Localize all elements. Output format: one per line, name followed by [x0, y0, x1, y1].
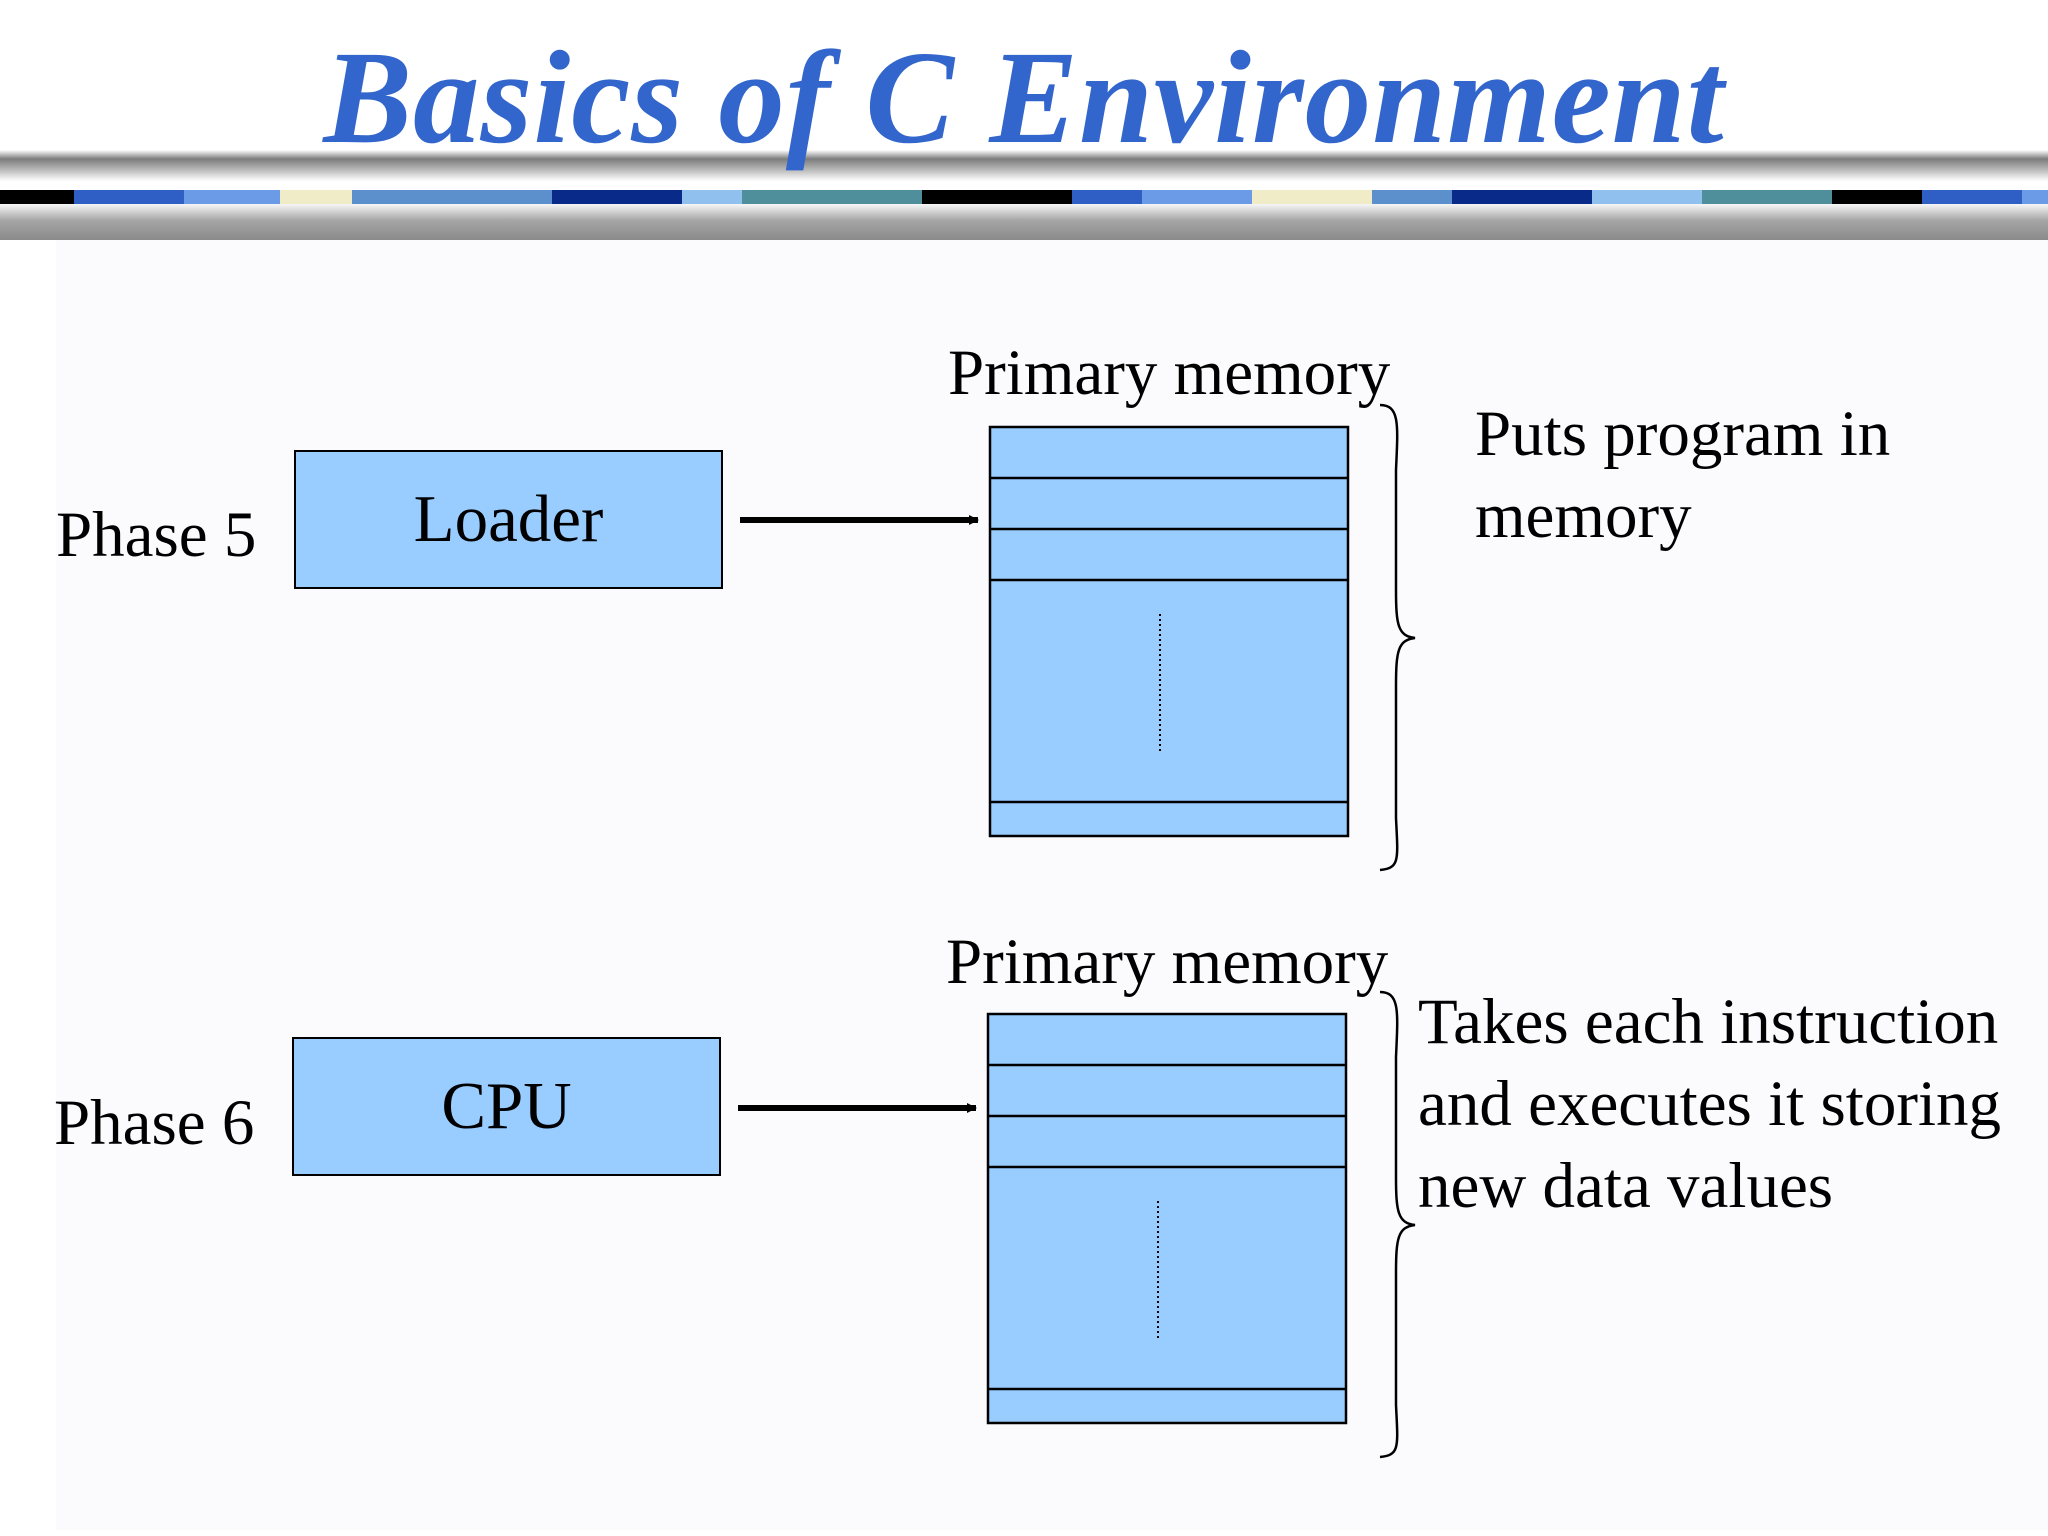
stripe-segment: [1252, 190, 1372, 204]
slide-title: Basics of C Environment: [323, 23, 1725, 171]
phase-5-label: Phase 5: [56, 499, 257, 571]
stripe-segment: [1072, 190, 1142, 204]
description-line: and executes it storing: [1418, 1068, 2002, 1140]
decorative-stripe: [0, 190, 2048, 204]
stripe-segment: [184, 190, 280, 204]
phase-6-label: Phase 6: [54, 1087, 255, 1159]
memory-block-1: [988, 425, 1350, 838]
stripe-segment: [1592, 190, 1702, 204]
stripe-segment: [352, 190, 552, 204]
stripe-segment: [1372, 190, 1452, 204]
stripe-segment: [2022, 190, 2048, 204]
stripe-segment: [552, 190, 682, 204]
description-line: memory: [1475, 480, 1692, 552]
stripe-segment: [1452, 190, 1592, 204]
phase-6-description: Takes each instruction and executes it s…: [1418, 981, 2001, 1227]
stripe-segment: [1922, 190, 2022, 204]
description-line: Puts program in: [1475, 398, 1891, 470]
stripe-segment: [74, 190, 184, 204]
stripe-segment: [0, 190, 74, 204]
cpu-label: CPU: [441, 1069, 572, 1143]
description-line: new data values: [1418, 1150, 1834, 1222]
stripe-segment: [922, 190, 1072, 204]
loader-box: Loader: [294, 450, 723, 589]
description-line: Takes each instruction: [1418, 986, 1999, 1058]
brace-2: [1379, 990, 1416, 1459]
stripe-segment: [1832, 190, 1922, 204]
phase-5-description: Puts program in memory: [1475, 393, 1890, 557]
stripe-segment: [742, 190, 922, 204]
brace-1: [1379, 403, 1416, 872]
stripe-segment: [1142, 190, 1252, 204]
stripe-segment: [682, 190, 742, 204]
memory-label-1: Primary memory: [948, 337, 1391, 409]
stripe-segment: [280, 190, 352, 204]
stripe-segment: [1702, 190, 1832, 204]
cpu-box: CPU: [292, 1037, 721, 1176]
loader-label: Loader: [413, 482, 604, 556]
memory-block-2: [986, 1012, 1348, 1425]
memory-label-2: Primary memory: [946, 926, 1389, 998]
